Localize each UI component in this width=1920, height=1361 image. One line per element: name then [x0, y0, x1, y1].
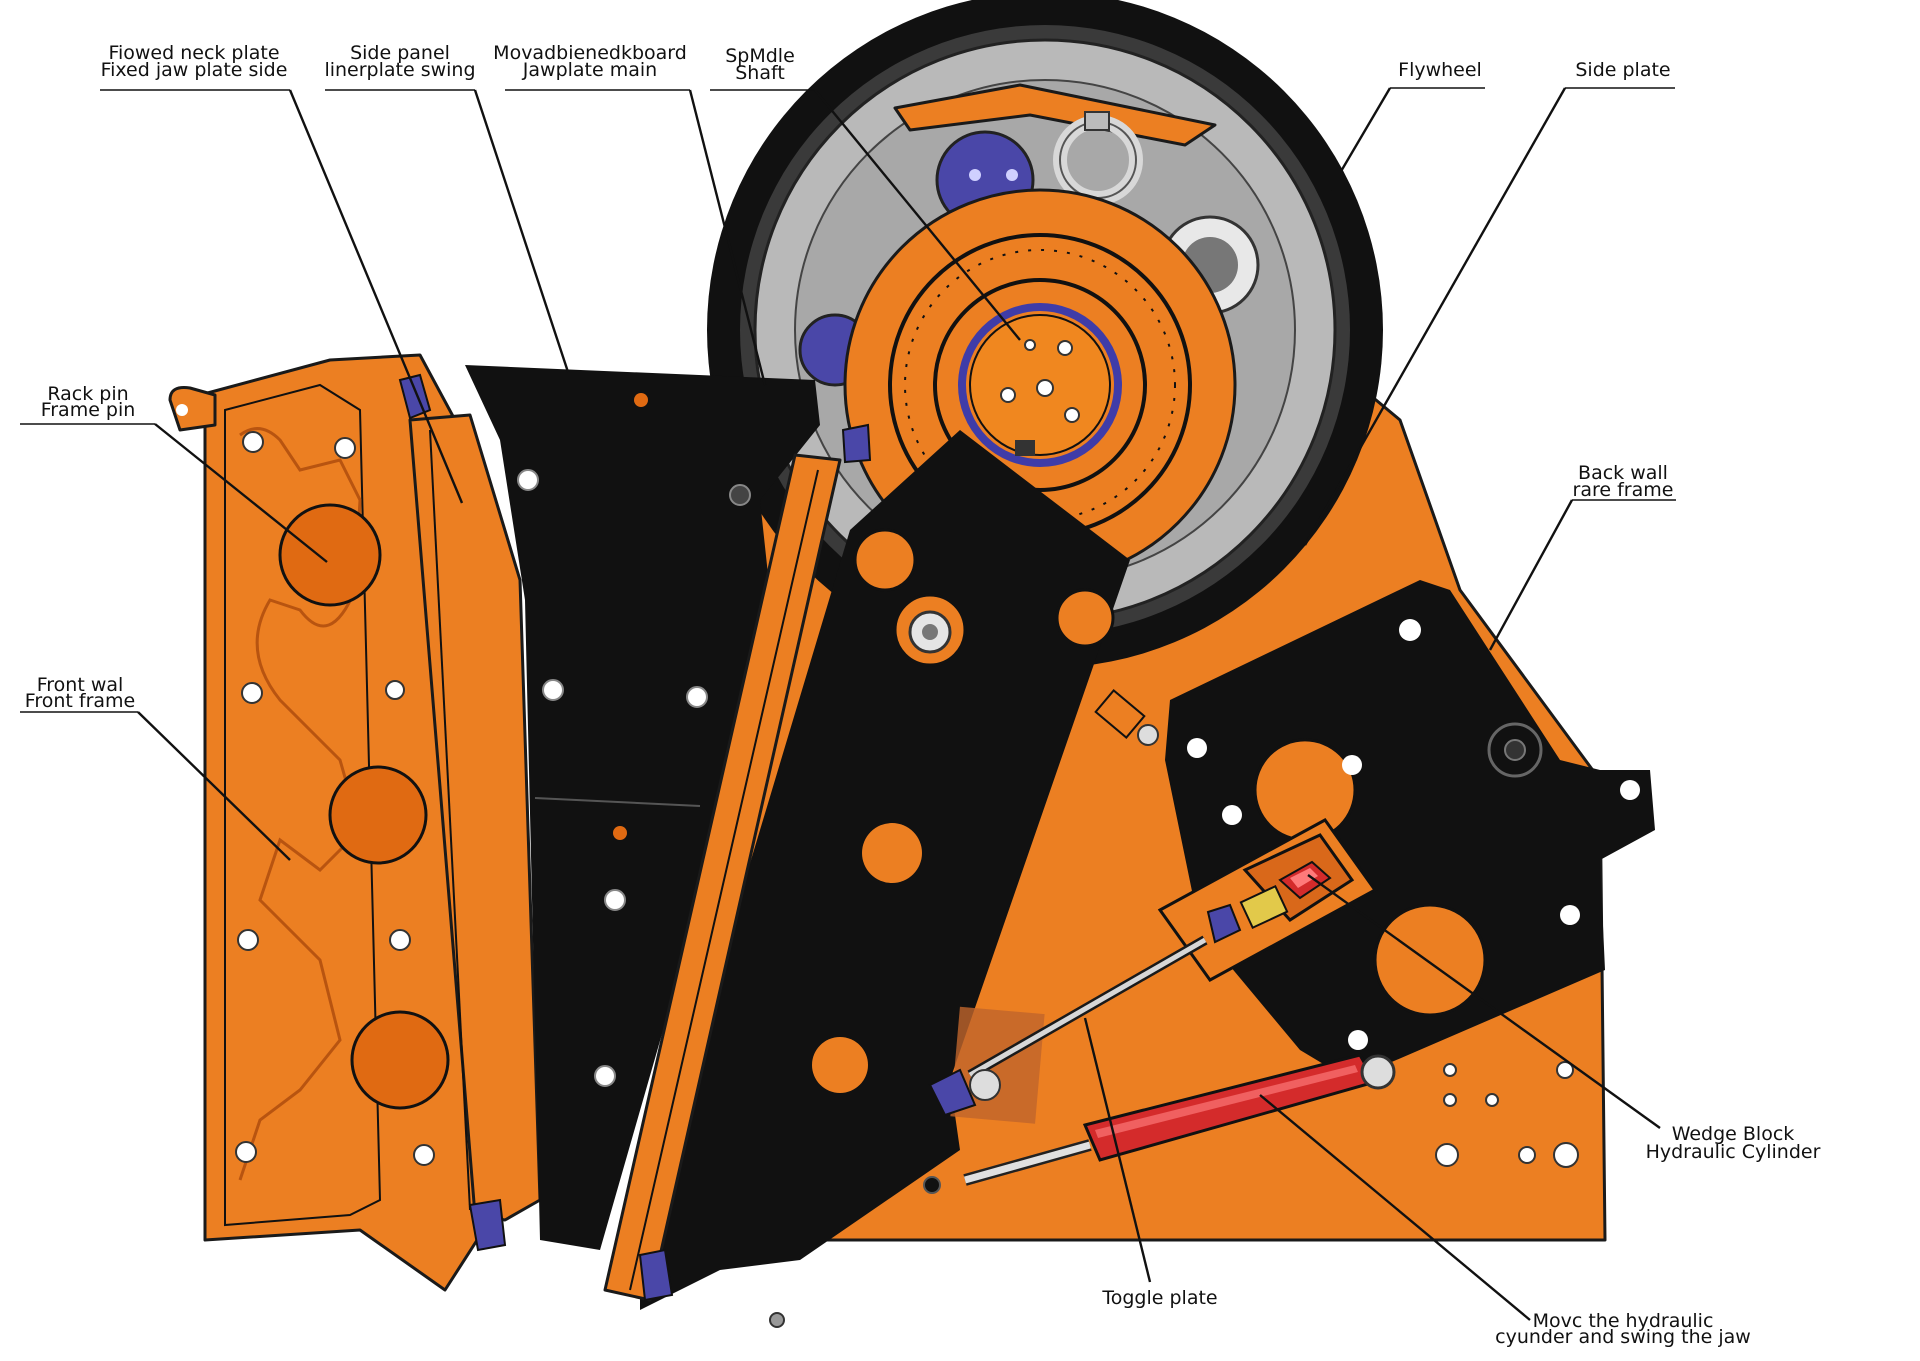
label-jaw-plate-main: Jawplate main	[522, 59, 657, 81]
label-side-plate-text: Side plate	[1575, 59, 1670, 81]
label-side-plate: Side plate	[1303, 59, 1675, 546]
label-fixed-jaw-plate: Fiowed neck plate Fixed jaw plate side	[100, 42, 464, 504]
label-frame-pin-text: Frame pin	[41, 399, 136, 421]
label-move-hydraulic-line2: cyunder and swing the jaw	[1495, 1326, 1751, 1348]
label-front-wall: Front wal	[37, 674, 124, 696]
label-back-wall: Back wall rare frame	[1488, 462, 1676, 651]
label-spindle-text: SpMdle	[725, 45, 795, 67]
label-back-wall-text: Back wall	[1578, 462, 1668, 484]
label-hydraulic-cylinder: Hydraulic Cylinder	[1646, 1141, 1821, 1163]
label-side-panel-text: Side panel	[350, 42, 450, 64]
toggle-plate-rod	[928, 935, 1208, 1124]
label-frame-pin: Rack pin Frame pin	[20, 383, 328, 563]
label-wedge-block: Wedge Block Hydraulic Cylinder	[1307, 874, 1821, 1163]
label-flowed-neck-plate: Fiowed neck plate	[108, 42, 279, 64]
label-wedge-block-text: Wedge Block	[1672, 1123, 1795, 1145]
label-toggle-plate: Toggle plate	[1083, 1017, 1218, 1309]
label-shaft: Shaft	[735, 62, 785, 84]
label-fixed-jaw-plate-side: Fixed jaw plate side	[101, 59, 288, 81]
hydraulic-cylinder	[963, 1053, 1396, 1186]
label-movable-board: Movadbienedkboard Jawplate main	[493, 42, 767, 386]
label-move-hydraulic: Movc the hydraulic cyunder and swing the…	[1259, 1094, 1751, 1348]
back-wall	[1157, 580, 1655, 1080]
label-movable-board-text: Movadbienedkboard	[493, 42, 687, 64]
label-move-hydraulic-line1: Movc the hydraulic	[1533, 1310, 1714, 1332]
label-flywheel: Flywheel	[1328, 59, 1485, 191]
label-front-frame: Front wal Front frame	[20, 674, 291, 861]
label-flywheel-text: Flywheel	[1398, 59, 1482, 81]
label-spindle: SpMdle Shaft	[710, 45, 1021, 341]
label-toggle-plate-text: Toggle plate	[1101, 1287, 1217, 1309]
swing-jaw	[603, 423, 1159, 1328]
label-rare-frame: rare frame	[1573, 479, 1674, 501]
front-frame	[168, 353, 492, 1292]
label-side-panel: Side panel linerplate swing	[324, 42, 570, 373]
label-rack-pin: Rack pin	[47, 383, 128, 405]
label-front-frame-text: Front frame	[25, 690, 135, 712]
label-liner-plate-swing: linerplate swing	[324, 59, 475, 81]
